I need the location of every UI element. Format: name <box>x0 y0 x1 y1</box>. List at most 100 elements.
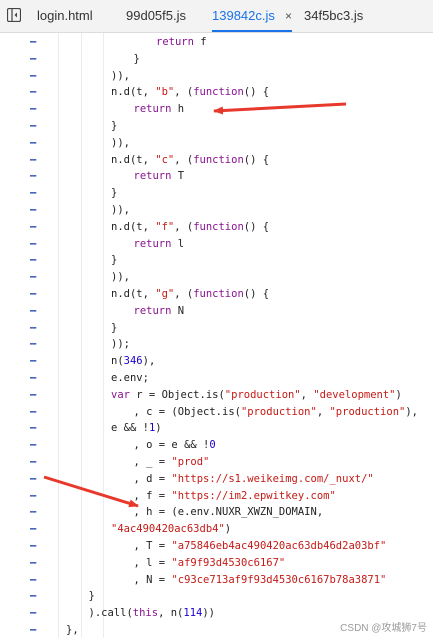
code-token: return <box>133 170 172 183</box>
code-text: , h = (e.env.NUXR_XWZN_DOMAIN, <box>134 504 324 521</box>
editor-tab-bar: login.html 99d05f5.js 139842c.js × 34f5b… <box>0 0 433 33</box>
code-line: –, l = "af9f93d4530c6167" <box>0 555 433 572</box>
tab-139842c-js[interactable]: 139842c.js × <box>212 0 292 32</box>
code-token: function <box>193 220 244 233</box>
code-editor[interactable]: –return f–}–)),–n.d(t, "b", (function() … <box>0 33 433 638</box>
gutter-marker: – <box>30 540 37 552</box>
gutter-marker: – <box>30 153 37 166</box>
gutter-marker: – <box>30 170 37 183</box>
code-text: "4ac490420ac63db4") <box>111 521 231 538</box>
code-line: – , c = (Object.is("production", "product… <box>0 404 433 421</box>
code-line: –, _ = "prod" <box>0 454 433 471</box>
code-token: f <box>193 36 207 48</box>
code-token: this <box>132 607 159 620</box>
code-text: )), <box>111 135 130 152</box>
gutter-marker: – <box>30 288 37 300</box>
gutter-marker: – <box>30 120 37 132</box>
code-token: , ( <box>174 220 194 233</box>
tab-login-html[interactable]: login.html <box>37 0 93 32</box>
code-line: –, h = (e.env.NUXR_XWZN_DOMAIN, <box>0 504 433 521</box>
code-text: , f = "https://im2.epwitkey.com" <box>134 488 336 505</box>
code-token: , c = (Object.is( <box>133 405 241 418</box>
code-text: e && !1) <box>111 420 162 437</box>
gutter-marker: – <box>30 187 37 200</box>
gutter-marker: – <box>30 36 37 48</box>
gutter-marker: – <box>30 254 37 267</box>
code-line: –e && !1) <box>0 420 433 437</box>
code-token: "b" <box>155 86 175 99</box>
code-line: – return f <box>0 34 433 51</box>
code-token: ) <box>155 422 162 435</box>
gutter-marker: – <box>30 355 37 368</box>
code-token: , <box>300 388 314 401</box>
code-text: )), <box>111 68 130 85</box>
code-token: n.d(t, <box>111 153 156 166</box>
code-token: }, <box>66 624 79 636</box>
code-token: n( <box>111 355 124 368</box>
code-token: , N = <box>133 573 172 586</box>
code-text: return h <box>134 101 185 118</box>
code-line: –} <box>0 51 433 68</box>
code-text: n(346), <box>111 353 155 370</box>
code-token: T <box>171 170 185 183</box>
code-token: "production" <box>240 405 317 418</box>
code-token: , n( <box>158 607 184 620</box>
code-token: , ( <box>174 288 194 300</box>
code-token: )), <box>111 204 130 216</box>
gutter-marker: – <box>30 103 37 116</box>
code-text: )), <box>111 269 130 286</box>
code-token: , _ = <box>133 456 172 468</box>
gutter-marker: – <box>30 556 37 569</box>
gutter-marker: – <box>30 489 37 502</box>
code-token: , d = <box>133 472 172 485</box>
code-token: ) <box>395 388 402 401</box>
code-token: e.env; <box>111 372 149 384</box>
code-token: function <box>193 86 244 99</box>
gutter-marker: – <box>30 439 37 452</box>
code-token: l <box>171 237 185 250</box>
code-line: –}, <box>0 622 433 638</box>
indent-guide <box>81 33 82 638</box>
code-token: function <box>193 288 244 300</box>
code-token: )), <box>111 136 130 149</box>
gutter-marker: – <box>30 523 37 536</box>
code-token: N <box>171 304 185 317</box>
code-token: )), <box>111 69 130 82</box>
code-line: –n.d(t, "c", (function() { <box>0 152 433 169</box>
code-text: return l <box>134 236 185 253</box>
gutter-marker: – <box>30 52 37 65</box>
code-line: –)); <box>0 336 433 353</box>
gutter-marker: – <box>30 405 37 418</box>
code-token: call <box>101 607 127 620</box>
code-line: –)), <box>0 135 433 152</box>
indent-guide <box>58 33 59 638</box>
code-text: } <box>111 320 117 337</box>
code-token: "f" <box>155 220 175 233</box>
code-line: –return N <box>0 303 433 320</box>
code-token: )); <box>111 338 130 351</box>
code-token: } <box>88 590 95 603</box>
code-token: , h = (e.env.NUXR_XWZN_DOMAIN, <box>133 506 324 519</box>
code-text: )), <box>111 202 130 219</box>
close-tab-icon[interactable]: × <box>284 9 292 23</box>
code-text: , _ = "prod" <box>134 454 210 471</box>
code-line: –, d = "https://s1.weikeimg.com/_nuxt/" <box>0 471 433 488</box>
code-token: n.d(t, <box>111 288 156 300</box>
code-text: } <box>111 118 117 135</box>
code-text: , c = (Object.is("production", "producti… <box>134 404 419 421</box>
code-token: ) <box>224 523 232 536</box>
code-text: , N = "c93ce713af9f93d4530c6167b78a3871" <box>134 572 387 589</box>
code-line: –)), <box>0 269 433 286</box>
sidebar-toggle-icon[interactable] <box>7 8 21 22</box>
tab-34f5bc3-js[interactable]: 34f5bc3.js <box>304 0 363 32</box>
code-token: return <box>156 36 194 48</box>
code-token: )), <box>111 271 130 284</box>
code-token: e && ! <box>111 422 149 435</box>
code-token: "c" <box>155 153 175 166</box>
gutter-marker: – <box>30 573 37 586</box>
tab-label: 139842c.js <box>212 8 275 23</box>
code-token: ), <box>405 405 418 418</box>
gutter-marker: – <box>30 204 37 216</box>
indent-guide <box>103 33 104 638</box>
tab-99d05f5-js[interactable]: 99d05f5.js <box>126 0 186 32</box>
